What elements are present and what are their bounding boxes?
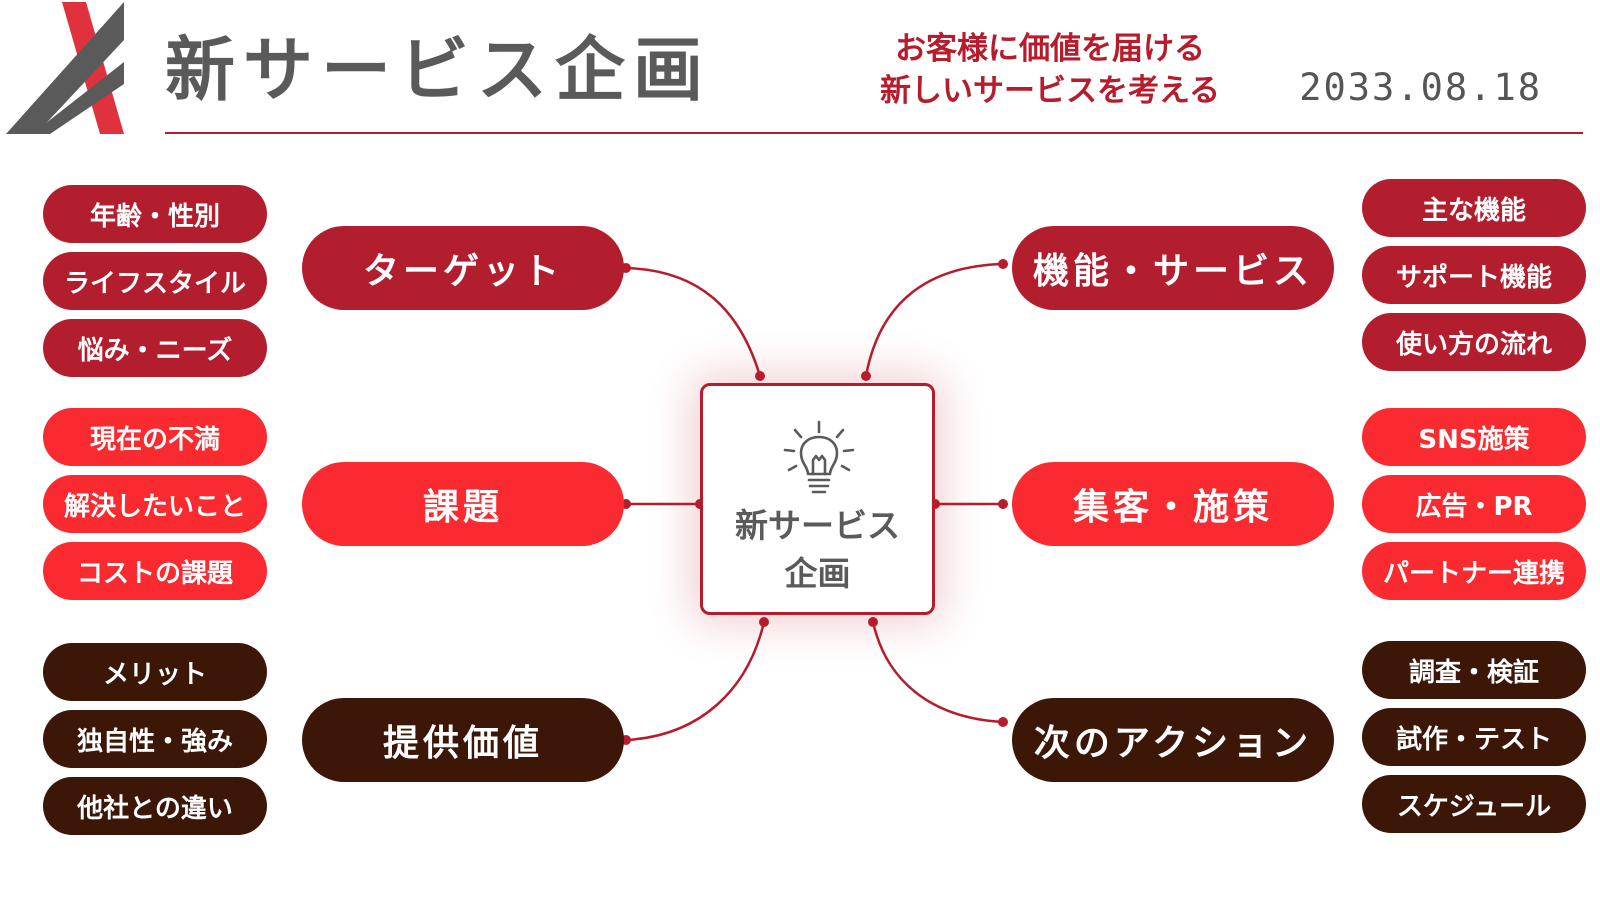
sub-node-features-2[interactable]: サポート機能: [1362, 246, 1586, 304]
center-node: 新サービス 企画: [700, 383, 935, 615]
node-issues[interactable]: 課題: [302, 462, 624, 546]
brand-logo: [6, 2, 124, 134]
center-label-line-2: 企画: [784, 554, 851, 593]
header-subtitle: お客様に価値を届ける 新しいサービスを考える: [840, 28, 1260, 112]
node-target[interactable]: ターゲット: [302, 226, 624, 310]
sub-node-marketing-3[interactable]: パートナー連携: [1362, 542, 1586, 600]
sub-node-next-action-1[interactable]: 調査・検証: [1362, 641, 1586, 699]
sub-node-value-3[interactable]: 他社との違い: [43, 777, 267, 835]
connector-dot: [755, 371, 765, 381]
node-next-action[interactable]: 次のアクション: [1012, 698, 1334, 782]
sub-node-features-1[interactable]: 主な機能: [1362, 179, 1586, 237]
connector-next-action: [871, 621, 1004, 724]
connector-dot: [759, 617, 769, 627]
connector-dot: [998, 717, 1008, 727]
header-divider: [165, 132, 1583, 134]
connector-value: [625, 621, 766, 742]
sub-node-features-3[interactable]: 使い方の流れ: [1362, 313, 1586, 371]
sub-node-target-2[interactable]: ライフスタイル: [43, 252, 267, 310]
sub-node-issues-2[interactable]: 解決したいこと: [43, 475, 267, 533]
node-value[interactable]: 提供価値: [302, 698, 624, 782]
connector-target: [625, 266, 762, 377]
node-marketing[interactable]: 集客・施策: [1012, 462, 1334, 546]
connector-dot: [998, 499, 1008, 509]
date-label: 2033.08.18: [1299, 66, 1542, 109]
connector-dot: [998, 259, 1008, 269]
connector-dot: [868, 617, 878, 627]
connector-dot: [861, 371, 871, 381]
lightbulb-icon: [783, 420, 855, 494]
sub-node-target-3[interactable]: 悩み・ニーズ: [43, 319, 267, 377]
subtitle-line-1: お客様に価値を届ける: [895, 31, 1205, 67]
sub-node-value-1[interactable]: メリット: [43, 643, 267, 701]
subtitle-line-2: 新しいサービスを考える: [879, 73, 1221, 109]
sub-node-issues-3[interactable]: コストの課題: [43, 542, 267, 600]
center-label: 新サービス 企画: [703, 502, 932, 598]
sub-node-next-action-2[interactable]: 試作・テスト: [1362, 708, 1586, 766]
sub-node-target-1[interactable]: 年齢・性別: [43, 185, 267, 243]
sub-node-value-2[interactable]: 独自性・強み: [43, 710, 267, 768]
sub-node-marketing-2[interactable]: 広告・PR: [1362, 475, 1586, 533]
sub-node-issues-1[interactable]: 現在の不満: [43, 408, 267, 466]
node-features[interactable]: 機能・サービス: [1012, 226, 1334, 310]
sub-node-marketing-1[interactable]: SNS施策: [1362, 408, 1586, 466]
center-label-line-1: 新サービス: [735, 506, 900, 545]
connector-features: [864, 262, 1004, 377]
page-title: 新サービス企画: [165, 29, 711, 111]
sub-node-next-action-3[interactable]: スケジュール: [1362, 775, 1586, 833]
